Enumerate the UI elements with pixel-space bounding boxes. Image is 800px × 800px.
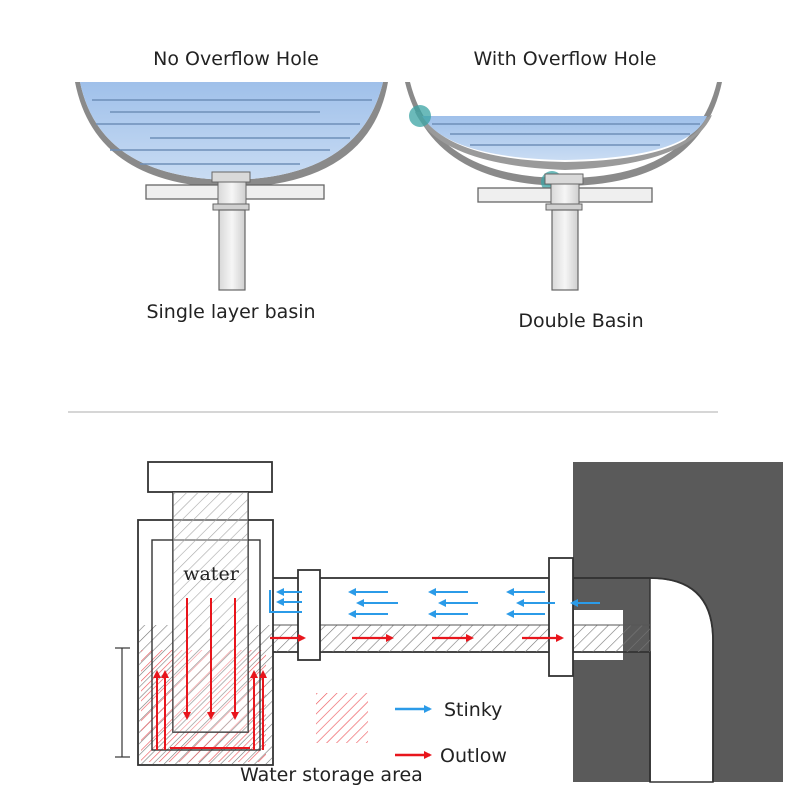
double-basin: With Overflow Hole Double Basin	[405, 48, 722, 332]
pipe-nut-left	[297, 569, 321, 661]
trap-diagram: water	[115, 461, 783, 786]
inner-bowl-shell	[415, 112, 712, 170]
double-drain-nut	[545, 203, 583, 211]
double-drain-pipe	[551, 209, 579, 291]
with-overflow-title: With Overflow Hole	[474, 48, 657, 70]
outflow-up-arrows	[153, 670, 267, 750]
drain-body	[217, 181, 247, 207]
drain-pipe	[218, 209, 246, 291]
double-basin-caption: Double Basin	[518, 310, 643, 332]
outflow-down-arrows	[183, 598, 239, 720]
trap-top-cap	[147, 461, 273, 493]
single-layer-basin: No Overflow Hole Single layer basin	[75, 48, 388, 323]
water-label: water	[183, 563, 239, 585]
water-storage-label: Water storage area	[240, 764, 423, 786]
double-drain-cap	[544, 173, 584, 185]
drain-nut	[212, 203, 250, 211]
double-basin-water	[422, 116, 707, 160]
double-drain-body	[550, 183, 580, 207]
water-lines	[92, 99, 372, 165]
legend-stinky-label: Stinky	[444, 699, 502, 721]
single-layer-caption: Single layer basin	[146, 301, 315, 323]
pipe-nut-right	[548, 557, 574, 677]
legend-outflow-label: Outlow	[440, 745, 507, 767]
double-water-lines	[432, 123, 700, 146]
storage-height-dimension	[115, 647, 130, 758]
no-overflow-title: No Overflow Hole	[153, 48, 319, 70]
legend-hatch-swatch	[316, 693, 368, 743]
overflow-hole-marker	[409, 105, 431, 127]
drain-cap	[211, 171, 251, 183]
basin-water	[80, 82, 383, 180]
stinky-arrows	[269, 588, 600, 618]
